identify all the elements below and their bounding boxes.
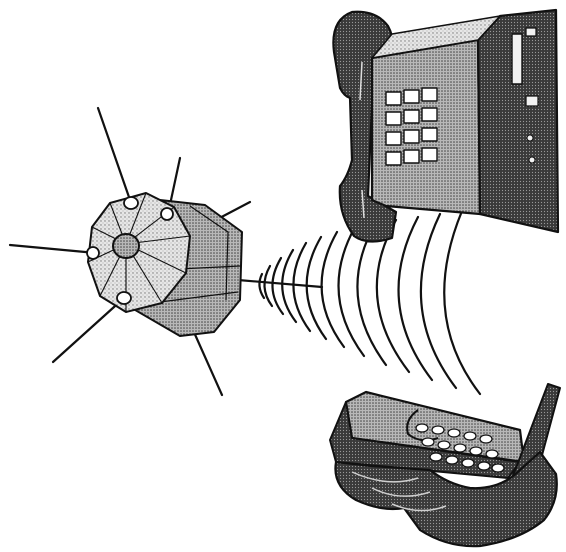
desk-telephone-icon xyxy=(333,10,558,242)
mobile-phone-in-hand-icon xyxy=(330,384,560,546)
satellite-hub xyxy=(113,234,139,258)
satellite-icon xyxy=(10,108,322,395)
telephone-base-front xyxy=(372,40,480,214)
